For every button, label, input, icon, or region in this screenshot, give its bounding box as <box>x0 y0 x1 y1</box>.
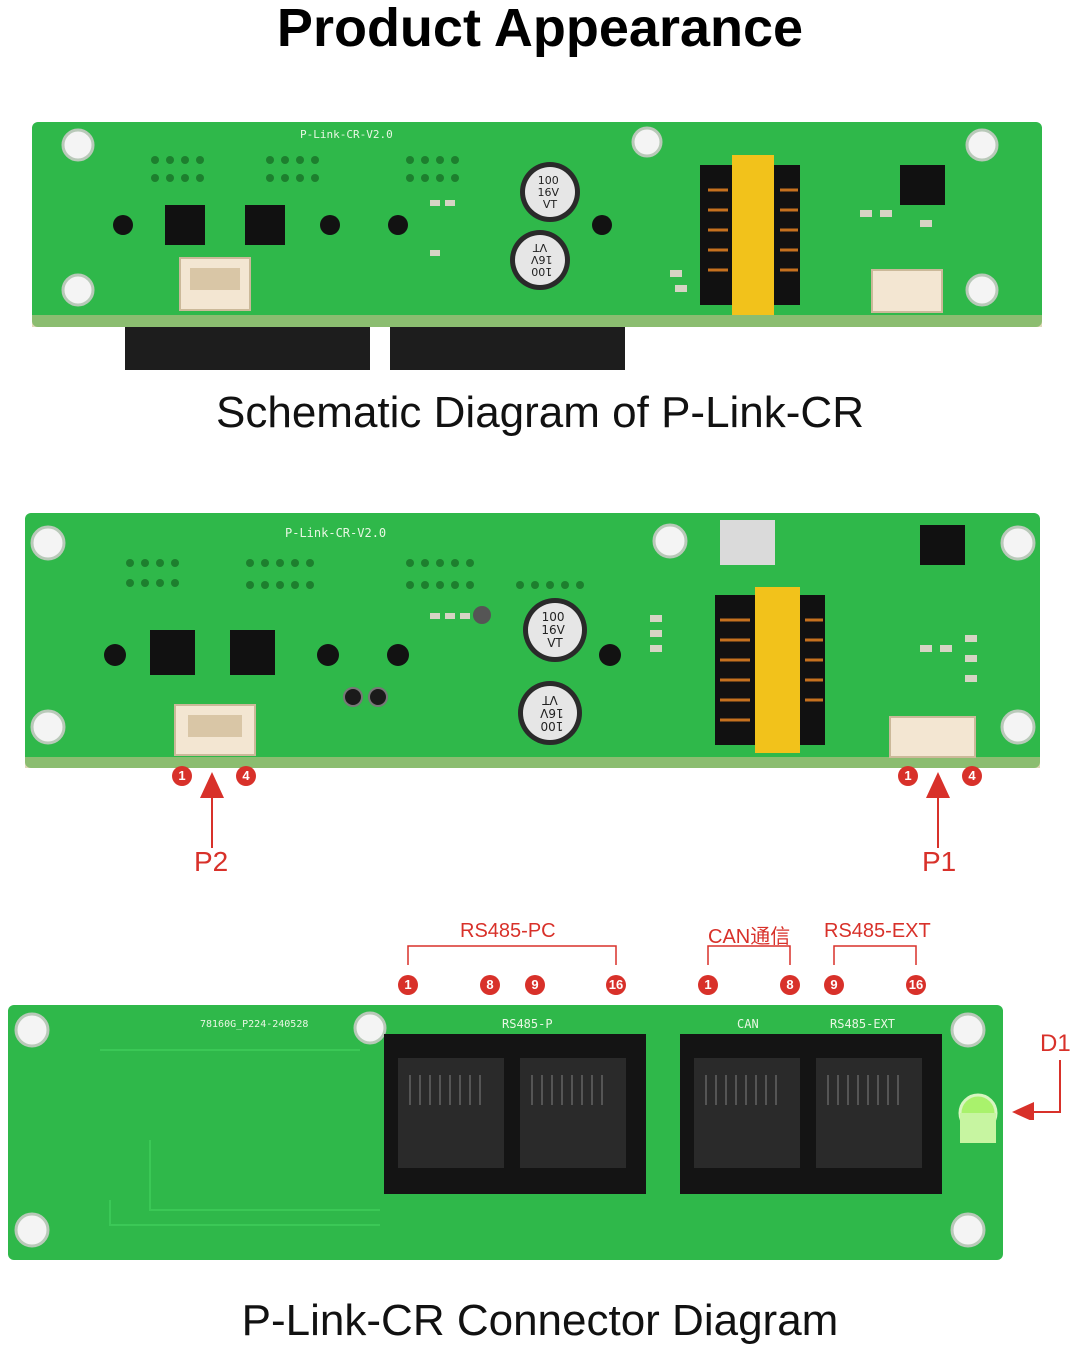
transformer <box>700 155 800 315</box>
pin-group-brackets <box>407 945 917 965</box>
p2-arrow-icon <box>200 772 224 848</box>
electrolytic-capacitor: 100 16V VT <box>510 230 570 290</box>
caption-schematic: Schematic Diagram of P-Link-CR <box>216 388 864 437</box>
p2-connector <box>179 257 251 311</box>
group-label-rs485-pc: RS485-PC <box>460 920 556 942</box>
ic-chip <box>900 165 945 205</box>
ic-chip <box>245 205 285 245</box>
electrolytic-capacitor: 100 16V VT <box>523 598 587 662</box>
p1-label: P1 <box>922 846 957 877</box>
p1-pin-start: 1 <box>898 766 918 786</box>
shield-pad <box>720 520 775 565</box>
p1-connector <box>889 716 976 758</box>
mounting-holes <box>14 1011 986 1248</box>
d1-arrow-icon <box>1012 1060 1061 1120</box>
ic-chip <box>230 630 275 675</box>
pin-badge: 16 <box>606 975 626 995</box>
p1-pin-end: 4 <box>962 766 982 786</box>
p2-label: P2 <box>194 846 229 877</box>
board3-silkscreen: 78160G_P224-240528 <box>200 1019 308 1030</box>
electrolytic-capacitor: 100 16V VT <box>520 162 580 222</box>
pin-badge: 8 <box>780 975 800 995</box>
p2-pin-start: 1 <box>172 766 192 786</box>
svg-text:100 16V VT: 100 16V VT <box>536 693 563 733</box>
mounting-holes <box>61 126 999 307</box>
board3-photo: 78160G_P224-240528 RS485-P CAN RS485-EXT <box>8 1005 1003 1260</box>
port-label-can: CAN <box>737 1017 759 1031</box>
board1-photo: P-Link-CR-V2.0 100 16V VT 100 1 <box>32 122 1042 370</box>
led-d1 <box>958 1093 998 1143</box>
p1-connector <box>871 269 943 313</box>
pin-badge: 16 <box>906 975 926 995</box>
electrolytic-capacitor: 100 16V VT <box>518 681 582 745</box>
pin-badge: 8 <box>480 975 500 995</box>
svg-text:100 16V VT: 100 16V VT <box>527 241 552 278</box>
pin-badge: 1 <box>698 975 718 995</box>
svg-text:100 16V VT: 100 16V VT <box>537 174 562 211</box>
p1-arrow-icon <box>926 772 950 848</box>
group-label-can: CAN通信 <box>708 926 791 948</box>
board2-photo: P-Link-CR-V2.0 100 16V VT 10 <box>25 513 1040 768</box>
board1-silkscreen: P-Link-CR-V2.0 <box>300 128 393 141</box>
ic-chip <box>150 630 195 675</box>
rj45-jack-group <box>680 1034 942 1194</box>
ic-chip <box>165 205 205 245</box>
led-label: D1 <box>1040 1030 1071 1057</box>
inductor <box>473 606 491 624</box>
page-title: Product Appearance <box>276 0 804 58</box>
p2-pin-end: 4 <box>236 766 256 786</box>
port-label-rs485-ext: RS485-EXT <box>830 1017 895 1031</box>
mounting-holes <box>30 523 1036 745</box>
board2-silkscreen: P-Link-CR-V2.0 <box>285 526 386 540</box>
svg-text:100 16V VT: 100 16V VT <box>541 610 568 650</box>
port-label-rs485-p: RS485-P <box>502 1017 553 1031</box>
caption-connector: P-Link-CR Connector Diagram <box>241 1296 839 1345</box>
p2-connector <box>174 704 256 756</box>
pin-badge: 1 <box>398 975 418 995</box>
ic-chip <box>920 525 965 565</box>
pin-badge: 9 <box>824 975 844 995</box>
transformer <box>715 587 825 753</box>
rj45-jack-group <box>384 1034 646 1194</box>
pin-badge: 9 <box>525 975 545 995</box>
group-label-rs485-ext: RS485-EXT <box>824 920 931 942</box>
